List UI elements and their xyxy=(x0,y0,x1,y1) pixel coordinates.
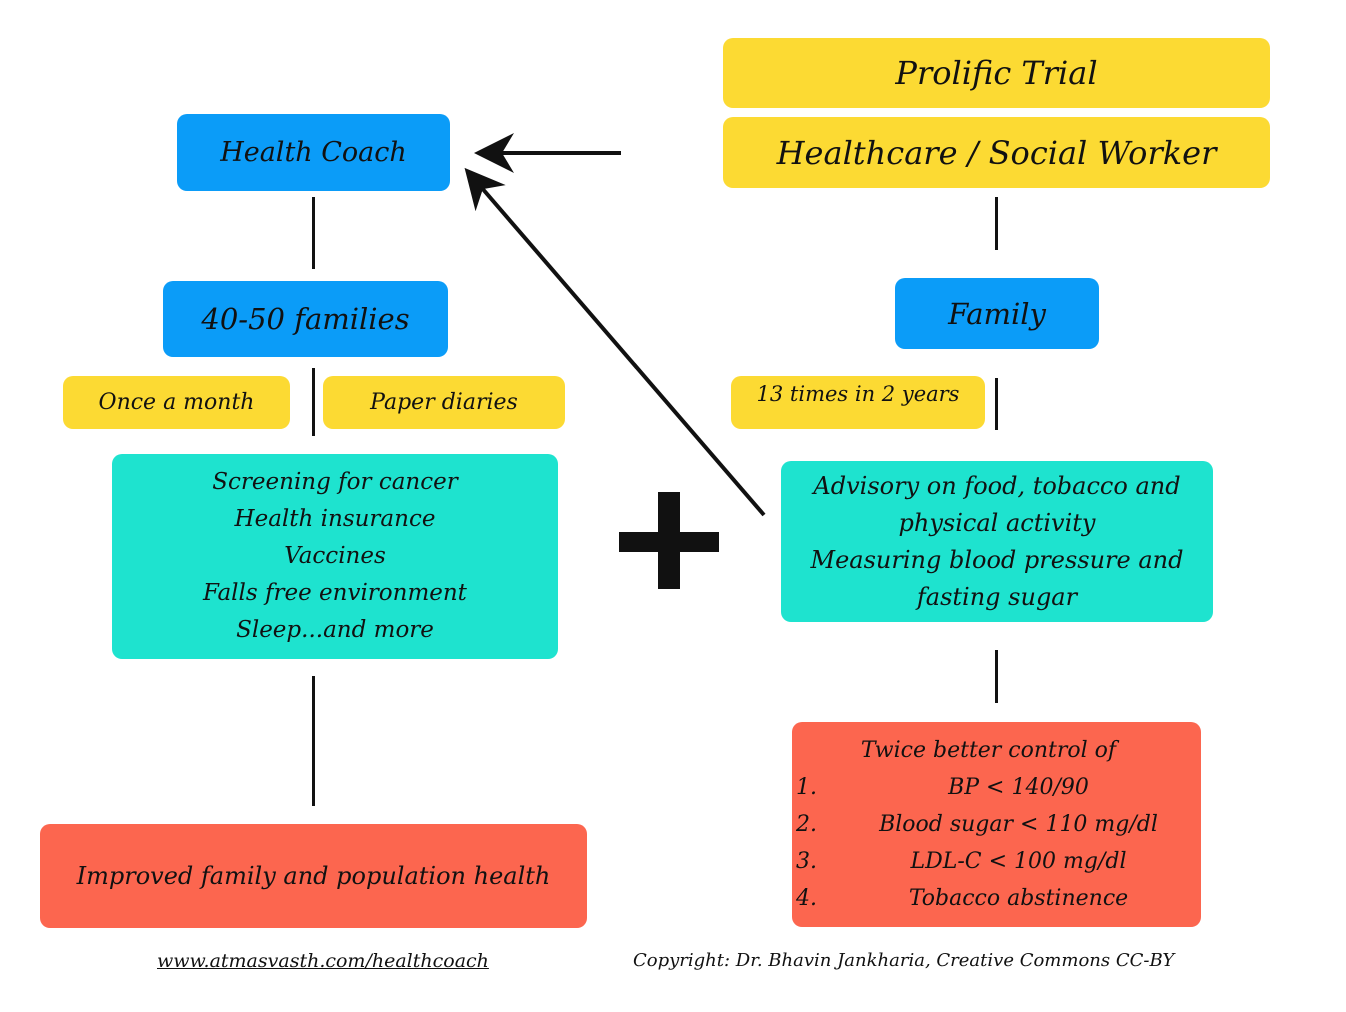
connector-line xyxy=(995,378,998,430)
paper-diaries-label: Paper diaries xyxy=(370,390,518,415)
frequency-box: 13 times in 2 years xyxy=(731,376,985,429)
family-box: Family xyxy=(895,278,1099,349)
services-box: Screening for cancer Health insurance Va… xyxy=(112,454,558,659)
family-label: Family xyxy=(948,296,1046,331)
website-link[interactable]: www.atmasvasth.com/healthcoach xyxy=(157,950,489,972)
prolific-trial-box: Prolific Trial xyxy=(723,38,1270,108)
frequency-label: 13 times in 2 years xyxy=(756,382,960,406)
results-box: Twice better control of 1. BP < 140/90 2… xyxy=(792,722,1201,927)
connector-line xyxy=(995,650,998,703)
outcome-label: Improved family and population health xyxy=(76,862,551,890)
connector-line xyxy=(312,676,315,806)
result-number: 4. xyxy=(796,886,817,911)
service-item: Falls free environment xyxy=(203,580,467,606)
connector-line xyxy=(312,368,315,436)
paper-diaries-box: Paper diaries xyxy=(323,376,565,429)
arrow-diagonal-icon xyxy=(464,167,766,517)
families-label: 40-50 families xyxy=(201,302,410,336)
result-text: BP < 140/90 xyxy=(948,775,1089,800)
connector-line xyxy=(995,197,998,250)
result-item: 2. Blood sugar < 110 mg/dl xyxy=(796,806,1201,843)
connector-line xyxy=(312,197,315,269)
healthcare-worker-label: Healthcare / Social Worker xyxy=(776,133,1217,172)
prolific-trial-title: Prolific Trial xyxy=(895,54,1098,92)
result-text: Tobacco abstinence xyxy=(908,886,1129,911)
service-item: Vaccines xyxy=(284,543,386,569)
health-coach-box: Health Coach xyxy=(177,114,450,191)
healthcare-worker-box: Healthcare / Social Worker xyxy=(723,117,1270,188)
once-a-month-label: Once a month xyxy=(98,390,255,415)
result-item: 1. BP < 140/90 xyxy=(796,769,1201,806)
result-item: 4. Tobacco abstinence xyxy=(796,880,1201,917)
copyright-text: Copyright: Dr. Bhavin Jankharia, Creativ… xyxy=(633,950,1175,971)
result-text: Blood sugar < 110 mg/dl xyxy=(879,812,1158,837)
advisory-line: Advisory on food, tobacco and xyxy=(813,471,1181,500)
advisory-line: fasting sugar xyxy=(916,582,1078,611)
result-number: 1. xyxy=(796,775,817,800)
results-title: Twice better control of xyxy=(860,738,1117,763)
health-coach-label: Health Coach xyxy=(220,137,407,168)
advisory-box: Advisory on food, tobacco and physical a… xyxy=(781,461,1213,622)
result-text: LDL-C < 100 mg/dl xyxy=(910,849,1127,874)
service-item: Sleep...and more xyxy=(236,617,434,643)
advisory-line: Measuring blood pressure and xyxy=(810,545,1184,574)
families-box: 40-50 families xyxy=(163,281,448,357)
service-item: Health insurance xyxy=(234,506,436,532)
outcome-box: Improved family and population health xyxy=(40,824,587,928)
once-a-month-box: Once a month xyxy=(63,376,290,429)
advisory-line: physical activity xyxy=(898,508,1096,537)
result-item: 3. LDL-C < 100 mg/dl xyxy=(796,843,1201,880)
result-number: 2. xyxy=(796,812,817,837)
result-number: 3. xyxy=(796,849,817,874)
service-item: Screening for cancer xyxy=(212,469,458,495)
